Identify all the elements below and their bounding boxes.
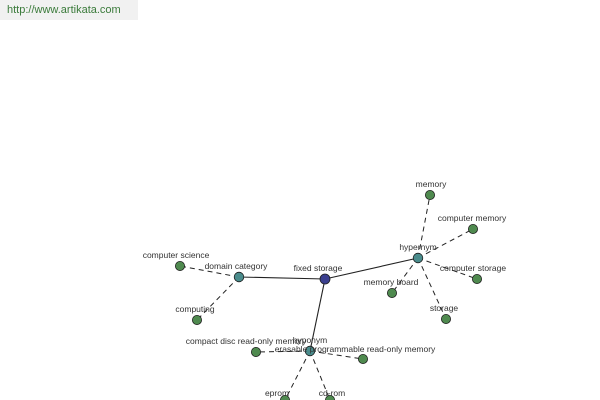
node-eprom-long[interactable] [357,353,368,364]
edge-domain-category-computing [196,276,240,321]
edge-hyponym-eprom [284,350,311,400]
label-eprom[interactable]: eprom [265,388,289,398]
node-hyponym[interactable] [304,345,316,357]
node-fixed-storage[interactable] [319,273,331,285]
edge-hypernym-storage [417,257,447,320]
label-storage[interactable]: storage [430,303,459,313]
node-computer-storage[interactable] [471,273,482,284]
graph-labels: memory computer memory computer storage sto… [143,179,507,398]
edge-fixed-storage-hypernym [324,257,419,280]
node-compact-disc[interactable] [250,346,261,357]
label-cd-rom[interactable]: cd-rom [319,388,345,398]
label-computer-storage[interactable]: computer storage [440,263,506,273]
label-hypernym[interactable]: hypernym [399,242,436,252]
label-hyponym[interactable]: hyponym [293,335,328,345]
edge-hypernym-memory [417,194,431,259]
edge-domain-category-computer-science [179,265,240,278]
node-domain-category[interactable] [233,271,245,283]
label-domain-category[interactable]: domain category [205,261,269,271]
node-memory-board[interactable] [386,287,397,298]
site-url-link[interactable]: http://www.artikata.com [7,4,121,16]
node-computer-memory[interactable] [467,223,478,234]
edge-hypernym-computer-memory [417,228,474,259]
node-hypernym[interactable] [412,252,424,264]
label-memory-board[interactable]: memory board [364,277,419,287]
edge-hypernym-computer-storage [417,257,478,280]
node-memory[interactable] [424,189,435,200]
edge-fixed-storage-hyponym [309,278,326,352]
label-fixed-storage[interactable]: fixed storage [294,263,343,273]
graph-nodes [174,189,482,400]
label-compact-disc[interactable]: compact disc read-only memory [186,336,307,346]
node-computing[interactable] [191,314,202,325]
label-memory[interactable]: memory [416,179,447,189]
edge-hypernym-memory-board [391,257,419,294]
label-computing[interactable]: computing [175,304,214,314]
label-computer-science[interactable]: computer science [143,250,210,260]
edge-fixed-storage-domain-category [238,276,326,280]
label-eprom-long[interactable]: erasable programmable read-only memory [275,344,436,354]
graph-edges [179,194,478,400]
node-computer-science[interactable] [174,260,185,271]
label-computer-memory[interactable]: computer memory [438,213,507,223]
node-storage[interactable] [440,313,451,324]
url-bar: http://www.artikata.com [0,0,138,20]
edge-hyponym-compact-disc [255,350,311,353]
